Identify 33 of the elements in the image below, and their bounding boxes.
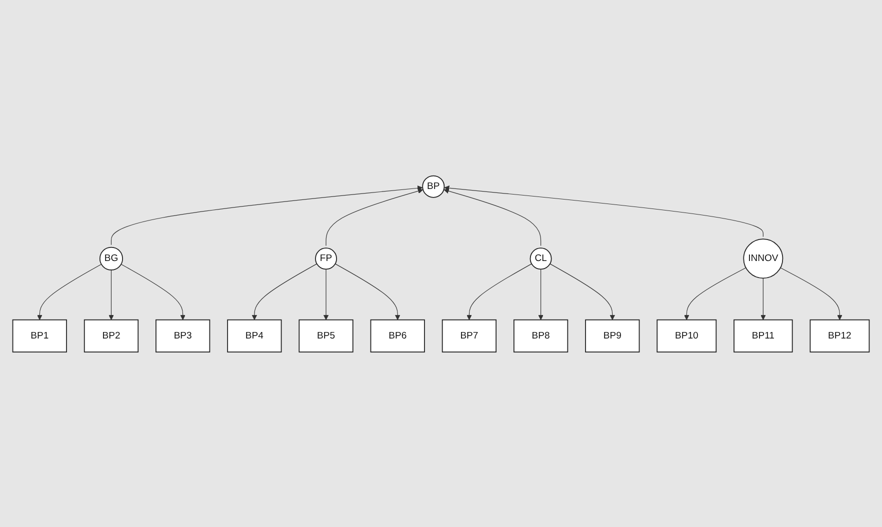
node-box: BP4 [227, 319, 282, 352]
arrow [466, 263, 532, 320]
node-box: BP12 [810, 319, 870, 352]
arrow [760, 277, 766, 320]
arrow [444, 188, 542, 246]
node-box: BP6 [370, 319, 425, 352]
arrow [326, 188, 424, 246]
arrow [252, 263, 318, 320]
node-box: BP5 [298, 319, 354, 352]
arrow [334, 263, 400, 320]
arrow [550, 263, 616, 320]
arrow [37, 264, 102, 320]
node-circle: BP [422, 174, 445, 198]
node-circle: INNOV [743, 238, 784, 278]
node-box: BP11 [734, 319, 793, 352]
node-box: BP9 [585, 319, 640, 352]
arrow [538, 268, 544, 320]
arrow [684, 267, 746, 320]
node-box: BP1 [12, 319, 67, 352]
arrow [108, 269, 114, 320]
arrow [780, 267, 842, 320]
node-circle: BG [99, 246, 124, 270]
arrow [110, 185, 423, 245]
node-circle: FP [315, 247, 338, 270]
node-box: BP3 [156, 319, 210, 352]
node-box: BP10 [656, 319, 717, 352]
arrow [444, 185, 764, 237]
node-box: BP2 [84, 319, 139, 352]
arrow [120, 264, 186, 320]
arrow [323, 268, 329, 320]
node-box: BP7 [442, 319, 497, 352]
node-circle: CL [530, 247, 552, 270]
node-box: BP8 [514, 319, 568, 352]
